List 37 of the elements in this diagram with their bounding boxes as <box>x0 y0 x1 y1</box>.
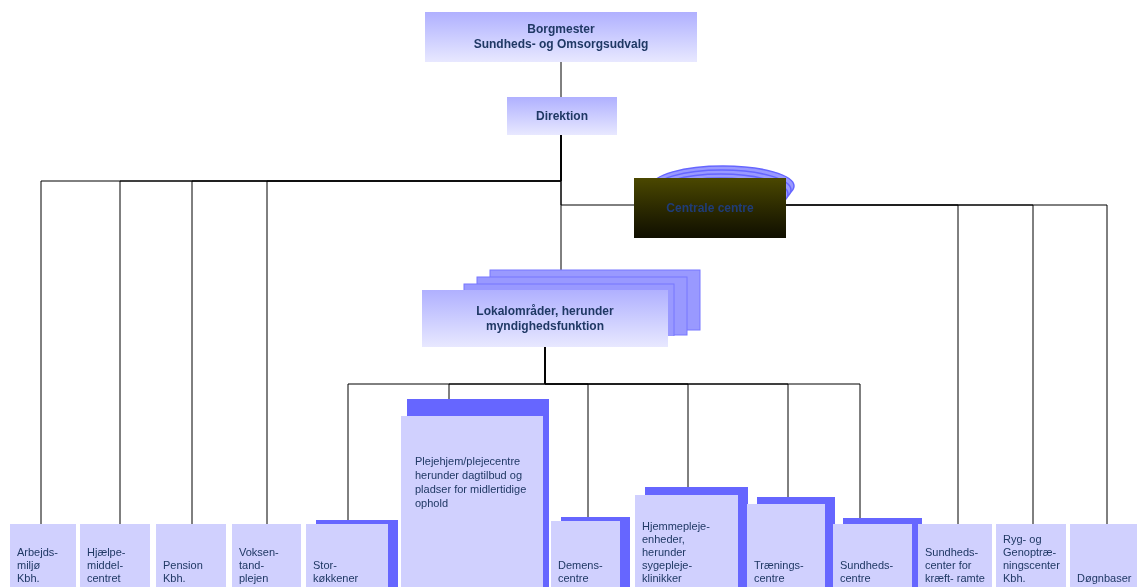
unit-box <box>996 524 1066 587</box>
connector-line <box>785 204 1108 525</box>
node-label: Arbejds- miljø Kbh. <box>17 546 59 585</box>
unit-box <box>156 524 226 587</box>
node-label: Stor- køkkener <box>313 559 360 585</box>
unit-box <box>833 524 912 587</box>
unit-box <box>747 504 825 587</box>
unit-box <box>401 416 543 587</box>
unit-box <box>232 524 301 587</box>
unit-box <box>918 524 992 587</box>
node-label: Direktion <box>536 108 588 124</box>
unit-box <box>635 495 738 587</box>
header-box <box>422 290 668 347</box>
node-label: Borgmester <box>527 22 595 37</box>
unit-box <box>551 521 620 587</box>
header-box <box>425 12 697 62</box>
unit-box <box>306 524 388 587</box>
node-label: Ryg- og Genoptræ- ningscenter Kbh. <box>1003 533 1061 585</box>
unit-box <box>80 524 150 587</box>
node-label: Døgnbaser <box>1077 572 1133 585</box>
node-label: Demens- centre <box>558 559 604 585</box>
node-label: Voksen- tand- plejen <box>239 546 280 585</box>
node-label: Centrale centre <box>666 200 754 217</box>
node-label: Pension Kbh. <box>163 559 204 585</box>
node-label: Trænings- centre <box>754 559 805 585</box>
node-label: Lokalområder, herunder myndighedsfunktion <box>475 303 615 334</box>
header-box <box>507 97 617 135</box>
node-label: Sundheds- centre <box>840 559 895 585</box>
unit-box <box>1070 524 1137 587</box>
node-label: Sundheds- center for kræft- ramte <box>925 546 986 585</box>
node-label: Hjælpe- middel- centret <box>87 546 127 585</box>
node-label: Plejehjem/plejecentre herunder dagtilbud og pladser for midlertidige ophold <box>415 453 528 510</box>
connector-line <box>560 61 562 98</box>
dark-box <box>634 178 786 238</box>
node-label: Sundheds- og Omsorgsudvalg <box>473 37 649 52</box>
node-label: Hjemmepleje- enheder, herunder sygepleje- klinikker <box>642 520 711 585</box>
unit-box <box>10 524 76 587</box>
